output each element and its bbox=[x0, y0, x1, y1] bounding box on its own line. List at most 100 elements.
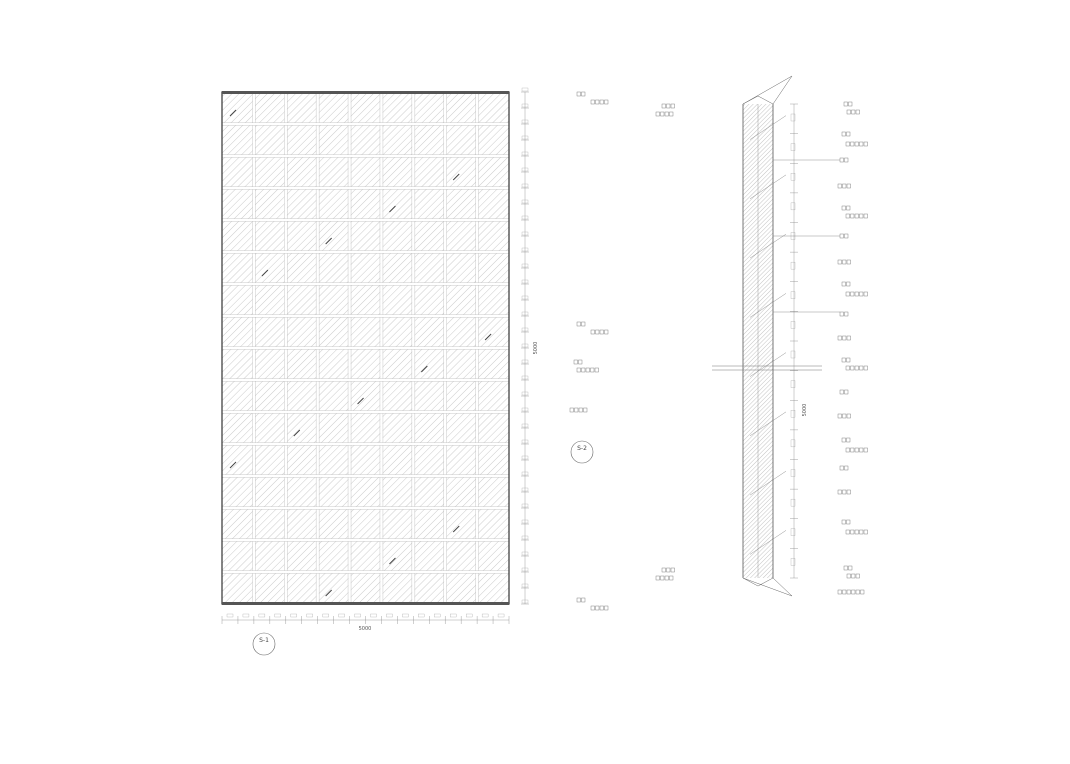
annotation-note bbox=[845, 529, 850, 535]
annotation-note bbox=[846, 573, 851, 579]
annotation-note bbox=[578, 359, 583, 365]
dimension-text-mark bbox=[790, 469, 796, 477]
annotation-note bbox=[863, 529, 868, 535]
dimension-text-mark bbox=[521, 183, 529, 188]
annotation-note bbox=[669, 111, 674, 117]
dimension-text-mark bbox=[790, 439, 796, 448]
annotation-note bbox=[837, 589, 842, 595]
annotation-note bbox=[863, 447, 868, 453]
dimension-text-mark bbox=[521, 391, 529, 396]
dimension-text-mark bbox=[790, 202, 796, 211]
annotation-note bbox=[590, 329, 595, 335]
dimension-text-mark bbox=[521, 215, 529, 220]
elevation-right-dimension bbox=[521, 87, 529, 605]
annotation-note bbox=[837, 489, 842, 495]
annotation-note bbox=[845, 213, 850, 219]
annotation-note bbox=[845, 141, 850, 147]
annotation-note bbox=[851, 589, 856, 595]
leader-line bbox=[749, 352, 787, 377]
annotation-note bbox=[854, 529, 859, 535]
dimension-text-mark bbox=[354, 613, 361, 618]
annotation-note bbox=[839, 389, 844, 395]
dimension-text-mark bbox=[521, 231, 529, 236]
right-annotations bbox=[837, 101, 868, 595]
dimension-text-mark bbox=[481, 613, 489, 618]
dimension-text-mark bbox=[521, 247, 529, 252]
dimension-text-mark bbox=[521, 503, 529, 508]
leader-line bbox=[749, 530, 787, 555]
dimension-text-mark bbox=[521, 423, 529, 428]
dimension-text-mark bbox=[521, 535, 529, 540]
annotation-note bbox=[855, 573, 860, 579]
hatch-accent bbox=[325, 237, 333, 245]
annotation-note bbox=[669, 575, 674, 581]
annotation-note bbox=[859, 447, 864, 453]
annotation-note bbox=[660, 111, 665, 117]
annotation-note bbox=[576, 321, 581, 327]
view-marker-circle-s2 bbox=[570, 440, 594, 464]
annotation-note bbox=[837, 335, 842, 341]
annotation-note bbox=[837, 413, 842, 419]
annotation-note bbox=[850, 141, 855, 147]
dimension-text-mark bbox=[521, 199, 529, 204]
annotation-note bbox=[670, 103, 675, 109]
section-leaders bbox=[749, 115, 840, 555]
dimension-text-mark bbox=[521, 455, 529, 460]
annotation-note bbox=[664, 111, 669, 117]
hatch-accent bbox=[325, 589, 333, 597]
annotation-note bbox=[841, 519, 846, 525]
elevation-bottom-edge bbox=[222, 602, 509, 605]
annotation-note bbox=[846, 281, 851, 287]
dimension-text-mark bbox=[274, 613, 281, 618]
annotation-note bbox=[599, 605, 604, 611]
leader-line bbox=[749, 411, 787, 437]
section-bottom-anchor bbox=[742, 577, 793, 597]
annotation-note bbox=[846, 259, 851, 265]
annotation-note bbox=[844, 389, 849, 395]
annotation-note bbox=[595, 99, 600, 105]
dimension-text-mark bbox=[418, 613, 425, 618]
dimension-text-mark bbox=[790, 410, 796, 418]
dimension-text-mark bbox=[497, 613, 505, 618]
annotation-note bbox=[666, 567, 671, 573]
section-left-annotations bbox=[655, 103, 675, 581]
hatch-accent bbox=[389, 205, 396, 213]
annotation-note bbox=[842, 335, 847, 341]
view-marker-label-s1: S-1 bbox=[259, 637, 269, 644]
dimension-text-mark bbox=[521, 151, 529, 156]
annotation-note bbox=[863, 291, 868, 297]
annotation-note bbox=[859, 365, 864, 371]
annotation-note bbox=[843, 101, 848, 107]
annotation-note bbox=[846, 589, 851, 595]
annotation-note bbox=[860, 589, 865, 595]
annotation-note bbox=[844, 465, 849, 471]
annotation-note bbox=[846, 205, 851, 211]
annotation-note bbox=[837, 183, 842, 189]
leader-line bbox=[749, 115, 787, 140]
annotation-note bbox=[844, 311, 849, 317]
leader-line bbox=[749, 233, 787, 259]
annotation-note bbox=[585, 367, 590, 373]
dimension-text-mark bbox=[521, 343, 529, 348]
annotation-note bbox=[839, 311, 844, 317]
annotation-note bbox=[839, 465, 844, 471]
annotation-note bbox=[574, 407, 579, 413]
elevation-grid bbox=[222, 92, 509, 604]
dimension-text-mark bbox=[521, 295, 529, 300]
annotation-note bbox=[655, 575, 660, 581]
dimension-text-mark bbox=[322, 613, 329, 618]
annotation-note bbox=[848, 101, 853, 107]
annotation-note bbox=[846, 335, 851, 341]
annotation-note bbox=[661, 567, 666, 573]
annotation-note bbox=[664, 575, 669, 581]
annotation-note bbox=[841, 281, 846, 287]
dimension-text-mark bbox=[521, 375, 529, 380]
annotation-note bbox=[859, 529, 864, 535]
dimension-text-mark bbox=[790, 350, 796, 359]
dimension-text-mark bbox=[790, 143, 796, 151]
annotation-note bbox=[842, 489, 847, 495]
annotation-note bbox=[842, 413, 847, 419]
dimension-text-mark bbox=[521, 327, 529, 332]
annotation-note bbox=[666, 103, 671, 109]
